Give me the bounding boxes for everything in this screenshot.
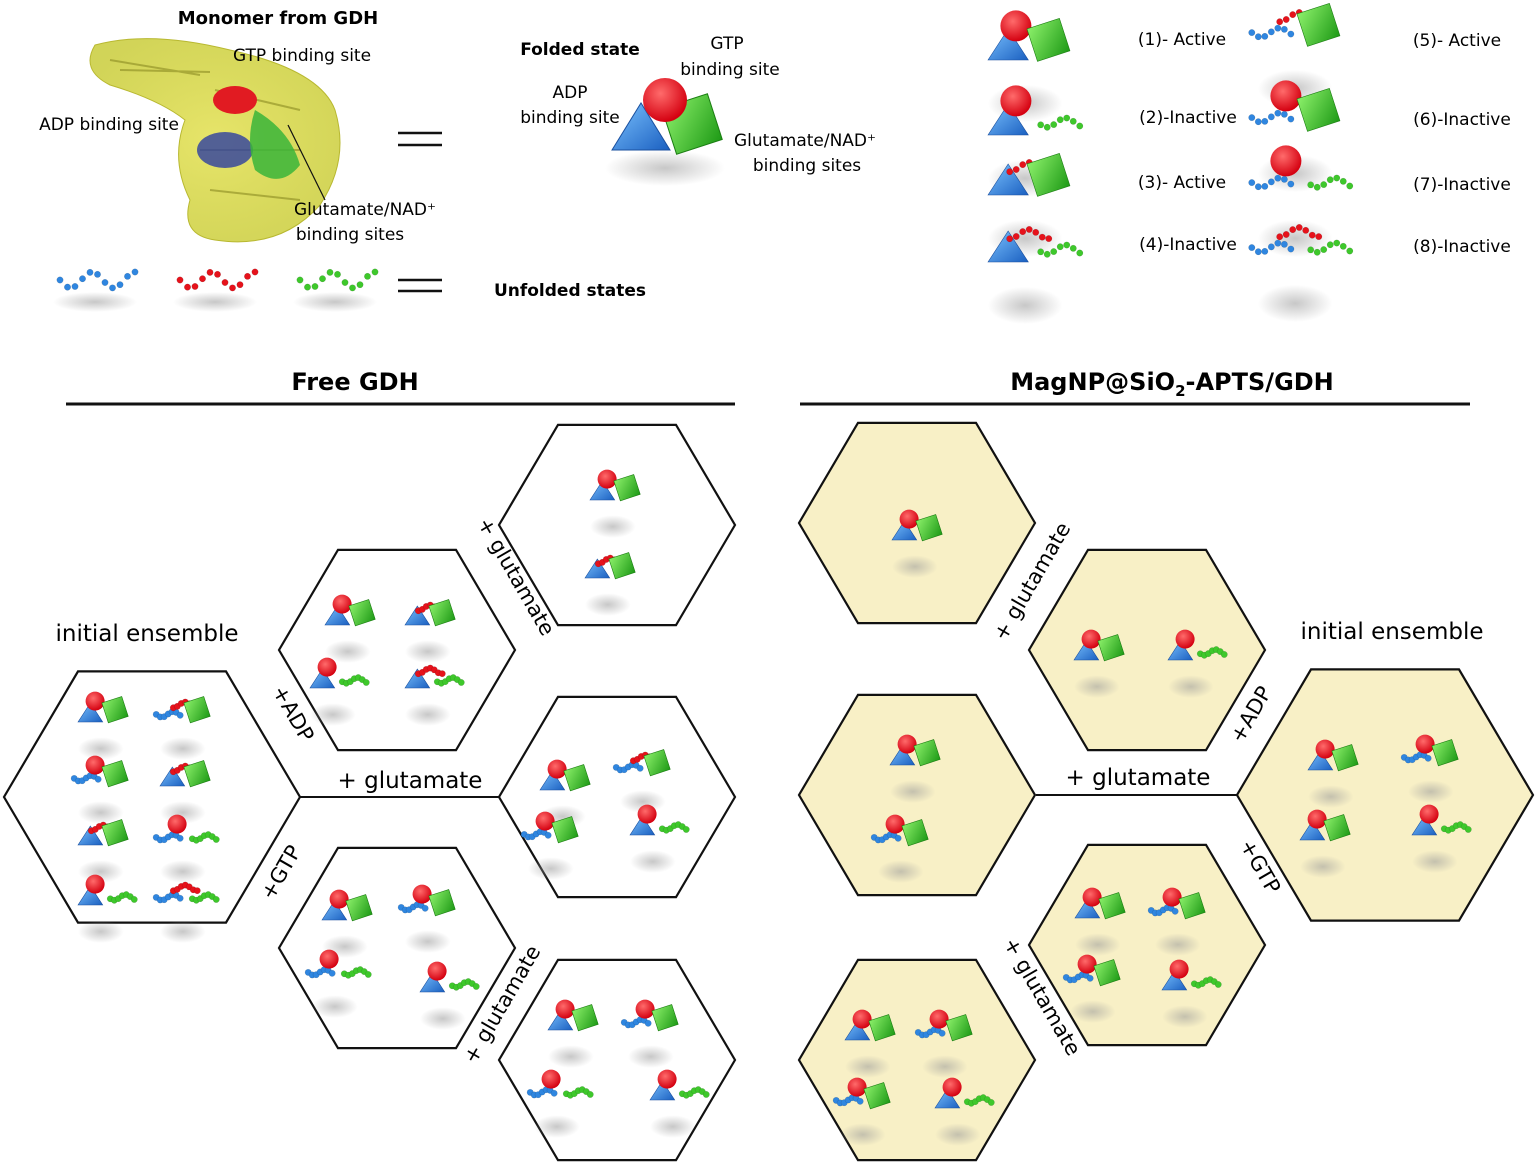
state-4-label: (4)-Inactive bbox=[1139, 235, 1237, 255]
state-1-label: (1)- Active bbox=[1138, 30, 1226, 50]
free-gtp-glutamate-hex-state-3 bbox=[526, 1069, 594, 1138]
free-glutamate-hex-state-2 bbox=[612, 749, 671, 813]
free-initial-ensemble-hex-state-1 bbox=[77, 691, 129, 760]
mag-gtp-hex-state-2 bbox=[1147, 887, 1206, 956]
folded-glu-label-2: binding sites bbox=[753, 156, 861, 176]
free-initial-ensemble-hex-state-3 bbox=[70, 755, 129, 824]
free-gdh-title: Free GDH bbox=[291, 368, 418, 396]
mag-initial-ensemble-label: initial ensemble bbox=[1301, 619, 1484, 645]
glu-site-label-1: Glutamate/NAD⁺ bbox=[294, 200, 436, 220]
mag-adp-glutamate-hex-state-1 bbox=[891, 509, 943, 578]
mag-gtp-hex-state-4 bbox=[1161, 959, 1222, 1028]
mag-gtp-glutamate-hex-state-1 bbox=[844, 1009, 896, 1078]
state-8-label: (8)-Inactive bbox=[1413, 237, 1511, 257]
free-initial-ensemble-hex-state-6 bbox=[152, 814, 220, 883]
state-legend-icons bbox=[987, 2, 1354, 324]
free-gtp-hex-state-2 bbox=[397, 884, 456, 953]
free-gtp-glutamate-hex-state-1 bbox=[547, 999, 599, 1068]
monomer-title: Monomer from GDH bbox=[178, 8, 378, 29]
state-2-label: (2)-Inactive bbox=[1139, 108, 1237, 128]
mag-initial-ensemble-hex-state-4 bbox=[1411, 804, 1472, 873]
protein-structure-image bbox=[89, 38, 341, 243]
mag-glutamate-hex-state-2 bbox=[870, 814, 929, 883]
state-6-label: (6)-Inactive bbox=[1413, 110, 1511, 130]
mag-gtp-glutamate-hex-state-3 bbox=[832, 1077, 891, 1146]
unfolded-states-label: Unfolded states bbox=[494, 281, 646, 301]
mag-initial-ensemble-hex-state-2 bbox=[1400, 734, 1459, 803]
free-adp-hex-state-1 bbox=[324, 594, 376, 663]
free-initial-ensemble-hex-state-2 bbox=[152, 696, 211, 760]
free-initial-ensemble-hex-state-7 bbox=[77, 874, 138, 943]
free-adp-glutamate-hex-state-1 bbox=[589, 469, 641, 538]
free-glutamate-hex-state-4 bbox=[629, 804, 690, 873]
free-gtp-hex-state-1 bbox=[321, 889, 373, 958]
glu-site-label-2: binding sites bbox=[296, 225, 404, 245]
free-initial-ensemble-hex-state-5 bbox=[77, 819, 129, 883]
free-gtp-hex-state-4 bbox=[419, 961, 480, 1030]
gtp-site-label: GTP binding site bbox=[233, 46, 371, 66]
free-adp-hex-state-4 bbox=[404, 664, 465, 726]
free-adp-hex-state-3 bbox=[309, 657, 370, 726]
mag-adp-hex-state-2 bbox=[1167, 629, 1228, 698]
mag-gtp-glutamate-hex-state-4 bbox=[934, 1077, 995, 1146]
equals-sign-folded bbox=[398, 131, 442, 147]
free-glutamate-hex bbox=[497, 695, 737, 899]
folded-state-label: Folded state bbox=[520, 40, 640, 60]
state-8-icon bbox=[1248, 224, 1354, 322]
free-gtp-glutamate-hex bbox=[497, 958, 737, 1162]
mag-gtp-hex-state-1 bbox=[1074, 887, 1126, 956]
folded-gtp-label-1: GTP bbox=[710, 34, 743, 54]
mag-gtp-glutamate-hex-state-2 bbox=[914, 1009, 973, 1078]
free-glutamate-mid-label: + glutamate bbox=[338, 768, 483, 794]
state-4-icon bbox=[987, 226, 1084, 324]
folded-adp-label-2: binding site bbox=[520, 108, 619, 128]
mag-gtp-hex-state-3 bbox=[1062, 954, 1121, 1023]
mag-adp-hex-state-1 bbox=[1073, 629, 1125, 698]
free-gtp-glutamate-hex-state-4 bbox=[649, 1069, 710, 1138]
free-initial-ensemble-hex-state-8 bbox=[152, 881, 220, 943]
free-initial-ensemble-hex bbox=[2, 670, 302, 924]
free-initial-ensemble-label: initial ensemble bbox=[56, 621, 239, 647]
free-initial-ensemble-hex-state-4 bbox=[159, 760, 211, 824]
mag-glutamate-mid-label: + glutamate bbox=[1066, 765, 1211, 791]
state-7-label: (7)-Inactive bbox=[1413, 175, 1511, 195]
state-5-label: (5)- Active bbox=[1413, 31, 1501, 51]
free-adp-glutamate-hex-state-2 bbox=[584, 552, 636, 616]
state-3-label: (3)- Active bbox=[1138, 173, 1226, 193]
adp-site-label: ADP binding site bbox=[39, 115, 179, 135]
free-gtp-glutamate-hex-state-2 bbox=[620, 999, 679, 1068]
state-7-icon bbox=[1248, 145, 1354, 257]
mag-initial-ensemble-hex-state-1 bbox=[1307, 739, 1359, 808]
mag-adp-hex bbox=[1027, 548, 1267, 752]
mag-glutamate-hex-state-1 bbox=[889, 734, 941, 803]
folded-gtp-label-2: binding site bbox=[680, 60, 779, 80]
mag-gtp-glutamate-hex bbox=[797, 958, 1037, 1162]
free-adp-hex-state-2 bbox=[404, 599, 456, 663]
mag-initial-ensemble-hex-state-3 bbox=[1299, 809, 1351, 878]
free-gtp-hex-state-3 bbox=[304, 949, 372, 1018]
folded-adp-label-1: ADP bbox=[553, 83, 588, 103]
equals-sign-unfolded bbox=[398, 278, 442, 293]
mag-title: MagNP@SiO2-APTS/GDH bbox=[1010, 368, 1334, 400]
state-6-icon bbox=[1248, 80, 1341, 192]
free-glutamate-hex-state-3 bbox=[520, 811, 579, 880]
unfolded-state-chains bbox=[53, 268, 379, 312]
folded-glu-label-1: Glutamate/NAD⁺ bbox=[734, 131, 876, 151]
folded-state-icon bbox=[605, 78, 725, 186]
